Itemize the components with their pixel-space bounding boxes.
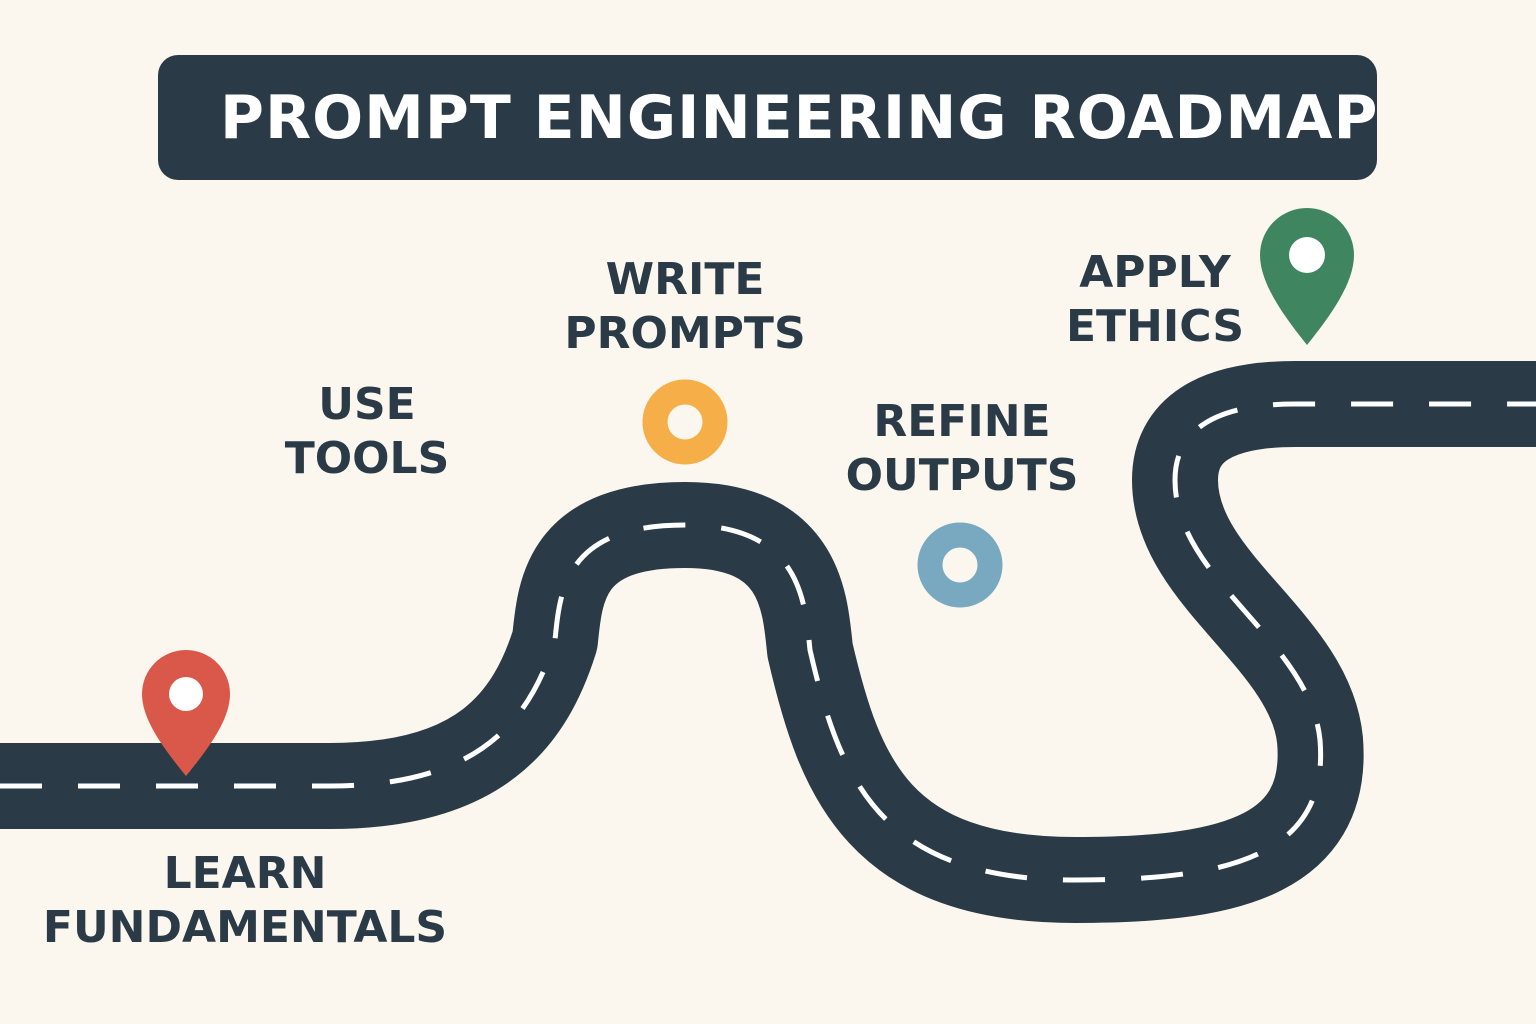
milestone-label-line: PROMPTS [564,308,806,359]
map-pin-body [142,650,230,776]
map-pin-body [1260,208,1354,345]
milestone-label-line: TOOLS [284,433,450,484]
page-title: PROMPT ENGINEERING ROADMAP [220,82,1379,153]
map-pin-icon [1260,208,1354,345]
milestone-label-line: REFINE [873,396,1051,447]
map-pin-hole [169,677,203,711]
milestone-label-refine-outputs: REFINE OUTPUTS [846,395,1079,503]
title-banner: PROMPT ENGINEERING ROADMAP [158,55,1377,180]
milestone-label-apply-ethics: APPLY ETHICS [1066,246,1244,354]
ring-icon [917,522,1003,608]
milestone-label-line: OUTPUTS [845,450,1079,501]
milestone-label-line: APPLY [1079,247,1231,298]
lane-markings [0,401,1536,883]
milestone-label-line: WRITE [605,254,765,305]
map-pin-icon [142,650,230,776]
milestone-label-learn-fundamentals: LEARN FUNDAMENTALS [43,847,447,955]
ring-icon [642,379,728,465]
milestone-label-use-tools: USE TOOLS [285,378,450,486]
milestone-label-line: USE [318,379,416,430]
map-pin-hole [1289,237,1325,273]
milestone-label-line: FUNDAMENTALS [42,902,448,953]
milestone-label-line: ETHICS [1065,301,1245,352]
road [0,361,1536,923]
milestone-label-write-prompts: WRITE PROMPTS [564,253,805,361]
milestone-label-line: LEARN [163,848,327,899]
